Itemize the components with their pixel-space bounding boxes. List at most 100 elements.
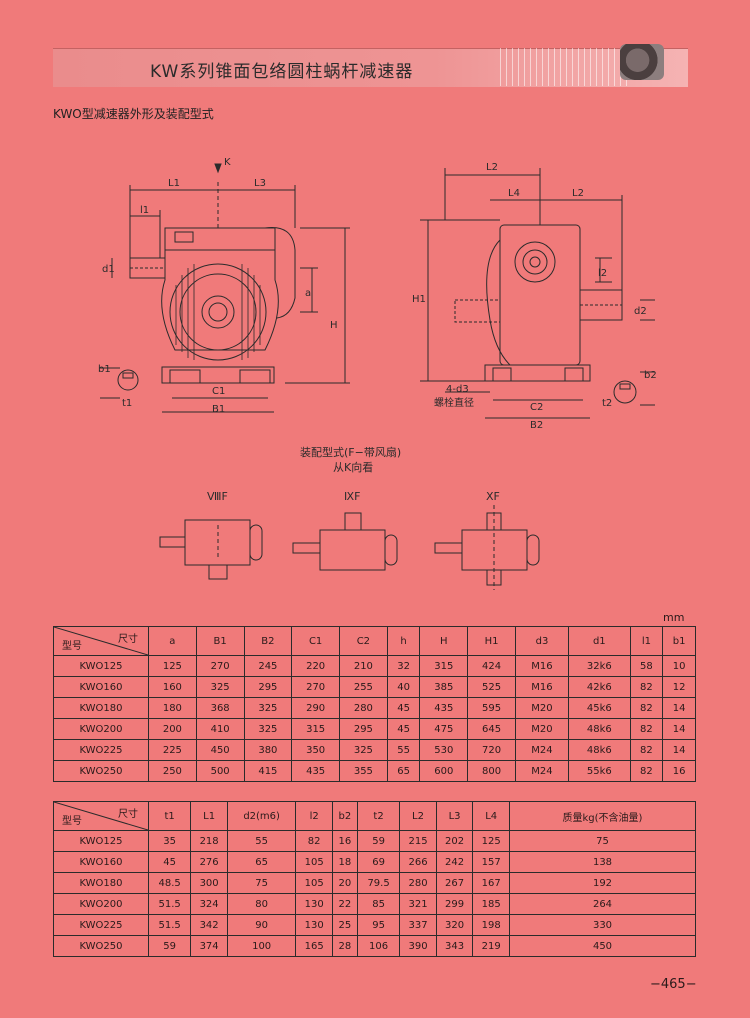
table-cell: 20 — [331, 872, 358, 894]
table-cell: 245 — [243, 655, 293, 677]
table-cell: 325 — [339, 739, 388, 761]
table-cell: 105 — [295, 851, 333, 873]
table-cell: 55 — [386, 739, 421, 761]
table-cell: 800 — [467, 760, 516, 782]
table-cell: 58 — [629, 655, 664, 677]
table-cell: 530 — [419, 739, 469, 761]
section-subtitle: KWO型减速器外形及装配型式 — [53, 107, 214, 121]
column-header: t2 — [356, 801, 401, 831]
table-cell: 295 — [243, 676, 293, 698]
table-cell: M24 — [514, 739, 570, 761]
table-cell: KWO200 — [53, 718, 149, 740]
table-cell: 315 — [291, 718, 340, 740]
table-cell: 14 — [662, 697, 696, 719]
side-view-drawing — [420, 168, 655, 419]
table-cell: 276 — [190, 851, 228, 873]
table-cell: 75 — [509, 830, 696, 852]
table-cell: M20 — [514, 718, 570, 740]
table-cell: 368 — [195, 697, 245, 719]
column-header: b2 — [331, 801, 358, 831]
table-cell: 192 — [509, 872, 696, 894]
table-cell: 65 — [386, 760, 421, 782]
column-header: d3 — [514, 626, 570, 656]
table-cell: 16 — [662, 760, 696, 782]
table-cell: 185 — [472, 893, 510, 915]
page-title: KW系列锥面包络圆柱蜗杆减速器 — [150, 62, 414, 82]
table-cell: 280 — [339, 697, 388, 719]
table-cell: 45 — [386, 697, 421, 719]
column-header: d1 — [568, 626, 631, 656]
table-cell: 330 — [509, 914, 696, 936]
table-cell: 10 — [662, 655, 696, 677]
table-cell: 210 — [339, 655, 388, 677]
label-l2: L2 — [572, 188, 584, 199]
table-cell: 32k6 — [568, 655, 631, 677]
table-cell: 321 — [399, 893, 437, 915]
table-cell: 48k6 — [568, 718, 631, 740]
table-cell: 374 — [190, 935, 228, 957]
table-cell: 350 — [291, 739, 340, 761]
column-header: l1 — [629, 626, 664, 656]
table-cell: 157 — [472, 851, 510, 873]
table-cell: 130 — [295, 914, 333, 936]
label-c1: C1 — [212, 386, 225, 397]
table-cell: 165 — [295, 935, 333, 957]
assembly-title: 装配型式(F−带风扇) — [300, 445, 401, 459]
table-cell: 300 — [190, 872, 228, 894]
table-cell: M24 — [514, 760, 570, 782]
table-cell: KWO250 — [53, 935, 149, 957]
assembly-type-9f: ⅨF — [344, 490, 360, 503]
table-cell: 48.5 — [147, 872, 192, 894]
table-cell: 385 — [419, 676, 469, 698]
table-cell: 42k6 — [568, 676, 631, 698]
table-cell: 14 — [662, 739, 696, 761]
table-cell: KWO250 — [53, 760, 149, 782]
table-cell: 315 — [419, 655, 469, 677]
table-cell: M20 — [514, 697, 570, 719]
table-cell: KWO125 — [53, 655, 149, 677]
table-cell: 25 — [331, 914, 358, 936]
table-cell: 79.5 — [356, 872, 401, 894]
table-cell: 180 — [148, 697, 197, 719]
table-cell: 215 — [399, 830, 437, 852]
table-cell: KWO200 — [53, 893, 149, 915]
table-cell: M16 — [514, 676, 570, 698]
table-cell: 105 — [295, 872, 333, 894]
label-b1-base: B1 — [212, 404, 225, 415]
table-cell: 130 — [295, 893, 333, 915]
table-cell: 22 — [331, 893, 358, 915]
table-cell: 59 — [147, 935, 192, 957]
table-cell: 219 — [472, 935, 510, 957]
table-cell: 125 — [148, 655, 197, 677]
header-decoration — [500, 48, 630, 86]
table-cell: 450 — [509, 935, 696, 957]
page-number: −465− — [650, 977, 697, 992]
table-cell: 12 — [662, 676, 696, 698]
assembly-type-8f: ⅧF — [207, 490, 228, 503]
column-header: C2 — [339, 626, 388, 656]
table-cell: 100 — [226, 935, 297, 957]
table-cell: 343 — [435, 935, 474, 957]
table-cell: 51.5 — [147, 893, 192, 915]
column-header: L2 — [399, 801, 437, 831]
table-cell: 218 — [190, 830, 228, 852]
table-cell: 380 — [243, 739, 293, 761]
corner-label-size: 尺寸 — [118, 809, 138, 820]
table-cell: KWO180 — [53, 697, 149, 719]
column-header: a — [148, 626, 197, 656]
table-cell: 267 — [435, 872, 474, 894]
table-cell: 167 — [472, 872, 510, 894]
assembly-diagrams — [159, 505, 540, 590]
table-cell: 138 — [509, 851, 696, 873]
label-l1: L1 — [168, 178, 180, 189]
table-cell: 320 — [435, 914, 474, 936]
table-cell: 45 — [147, 851, 192, 873]
column-header: H — [419, 626, 469, 656]
